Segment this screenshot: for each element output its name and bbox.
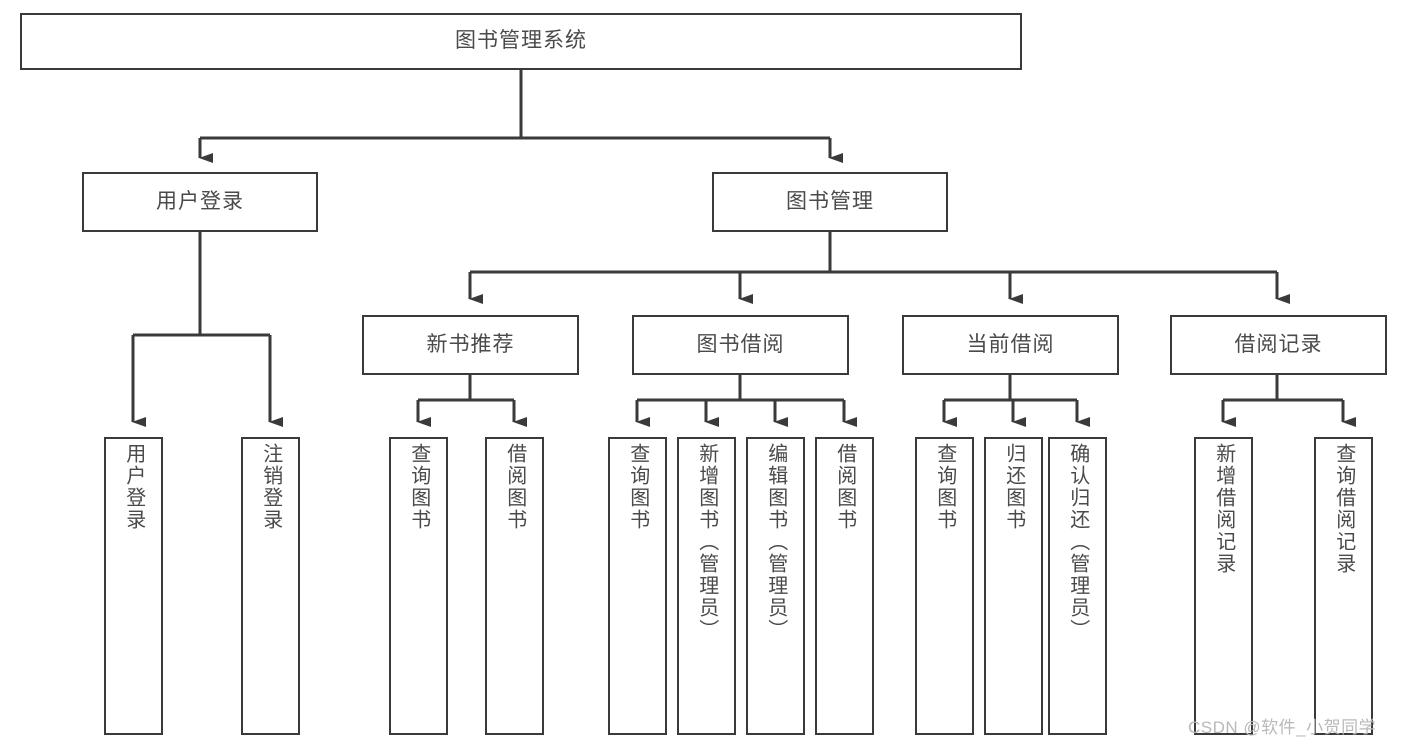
node-leaf-query-record[interactable]: 查询借阅记录 bbox=[1314, 437, 1373, 735]
node-root-book-management-system[interactable]: 图书管理系统 bbox=[20, 13, 1022, 70]
node-label: 用户登录 bbox=[156, 189, 244, 213]
node-label: 新增借阅记录 bbox=[1212, 443, 1235, 575]
node-user-login[interactable]: 用户登录 bbox=[82, 172, 318, 232]
node-new-book-recommend[interactable]: 新书推荐 bbox=[362, 315, 579, 375]
node-label: 借阅图书 bbox=[833, 443, 856, 531]
node-leaf-logout[interactable]: 注销登录 bbox=[241, 437, 300, 735]
node-label: 注销登录 bbox=[259, 443, 282, 531]
node-leaf-edit-book[interactable]: 编辑图书（管理员） bbox=[746, 437, 805, 735]
node-label: 借阅图书 bbox=[503, 443, 526, 531]
node-book-management[interactable]: 图书管理 bbox=[712, 172, 948, 232]
node-label: 当前借阅 bbox=[966, 332, 1055, 356]
node-label: 确认归还（管理员） bbox=[1066, 443, 1089, 641]
node-book-borrow[interactable]: 图书借阅 bbox=[632, 315, 849, 375]
node-leaf-confirm-return[interactable]: 确认归还（管理员） bbox=[1048, 437, 1107, 735]
node-label: 编辑图书（管理员） bbox=[764, 443, 787, 641]
node-label: 用户登录 bbox=[122, 443, 145, 531]
node-leaf-add-record[interactable]: 新增借阅记录 bbox=[1194, 437, 1253, 735]
node-label: 图书管理系统 bbox=[455, 29, 587, 53]
node-label: 新书推荐 bbox=[426, 332, 515, 356]
node-leaf-user-login[interactable]: 用户登录 bbox=[104, 437, 163, 735]
node-current-borrow[interactable]: 当前借阅 bbox=[902, 315, 1119, 375]
node-leaf-query-book-3[interactable]: 查询图书 bbox=[915, 437, 974, 735]
node-borrow-record[interactable]: 借阅记录 bbox=[1170, 315, 1387, 375]
node-leaf-query-book-2[interactable]: 查询图书 bbox=[608, 437, 667, 735]
node-leaf-return-book[interactable]: 归还图书 bbox=[984, 437, 1043, 735]
node-leaf-borrow-book-1[interactable]: 借阅图书 bbox=[485, 437, 544, 735]
node-label: 图书管理 bbox=[786, 189, 874, 213]
node-label: 查询图书 bbox=[407, 443, 430, 531]
node-label: 查询图书 bbox=[933, 443, 956, 531]
node-label: 查询图书 bbox=[626, 443, 649, 531]
node-label: 新增图书（管理员） bbox=[695, 443, 718, 641]
node-label: 图书借阅 bbox=[696, 332, 785, 356]
node-leaf-borrow-book-2[interactable]: 借阅图书 bbox=[815, 437, 874, 735]
node-leaf-add-book[interactable]: 新增图书（管理员） bbox=[677, 437, 736, 735]
csdn-watermark: CSDN @软件_小贺同学 bbox=[1188, 718, 1377, 737]
node-label: 借阅记录 bbox=[1234, 332, 1323, 356]
node-leaf-query-book-1[interactable]: 查询图书 bbox=[389, 437, 448, 735]
node-label: 归还图书 bbox=[1002, 443, 1025, 531]
node-label: 查询借阅记录 bbox=[1332, 443, 1355, 575]
